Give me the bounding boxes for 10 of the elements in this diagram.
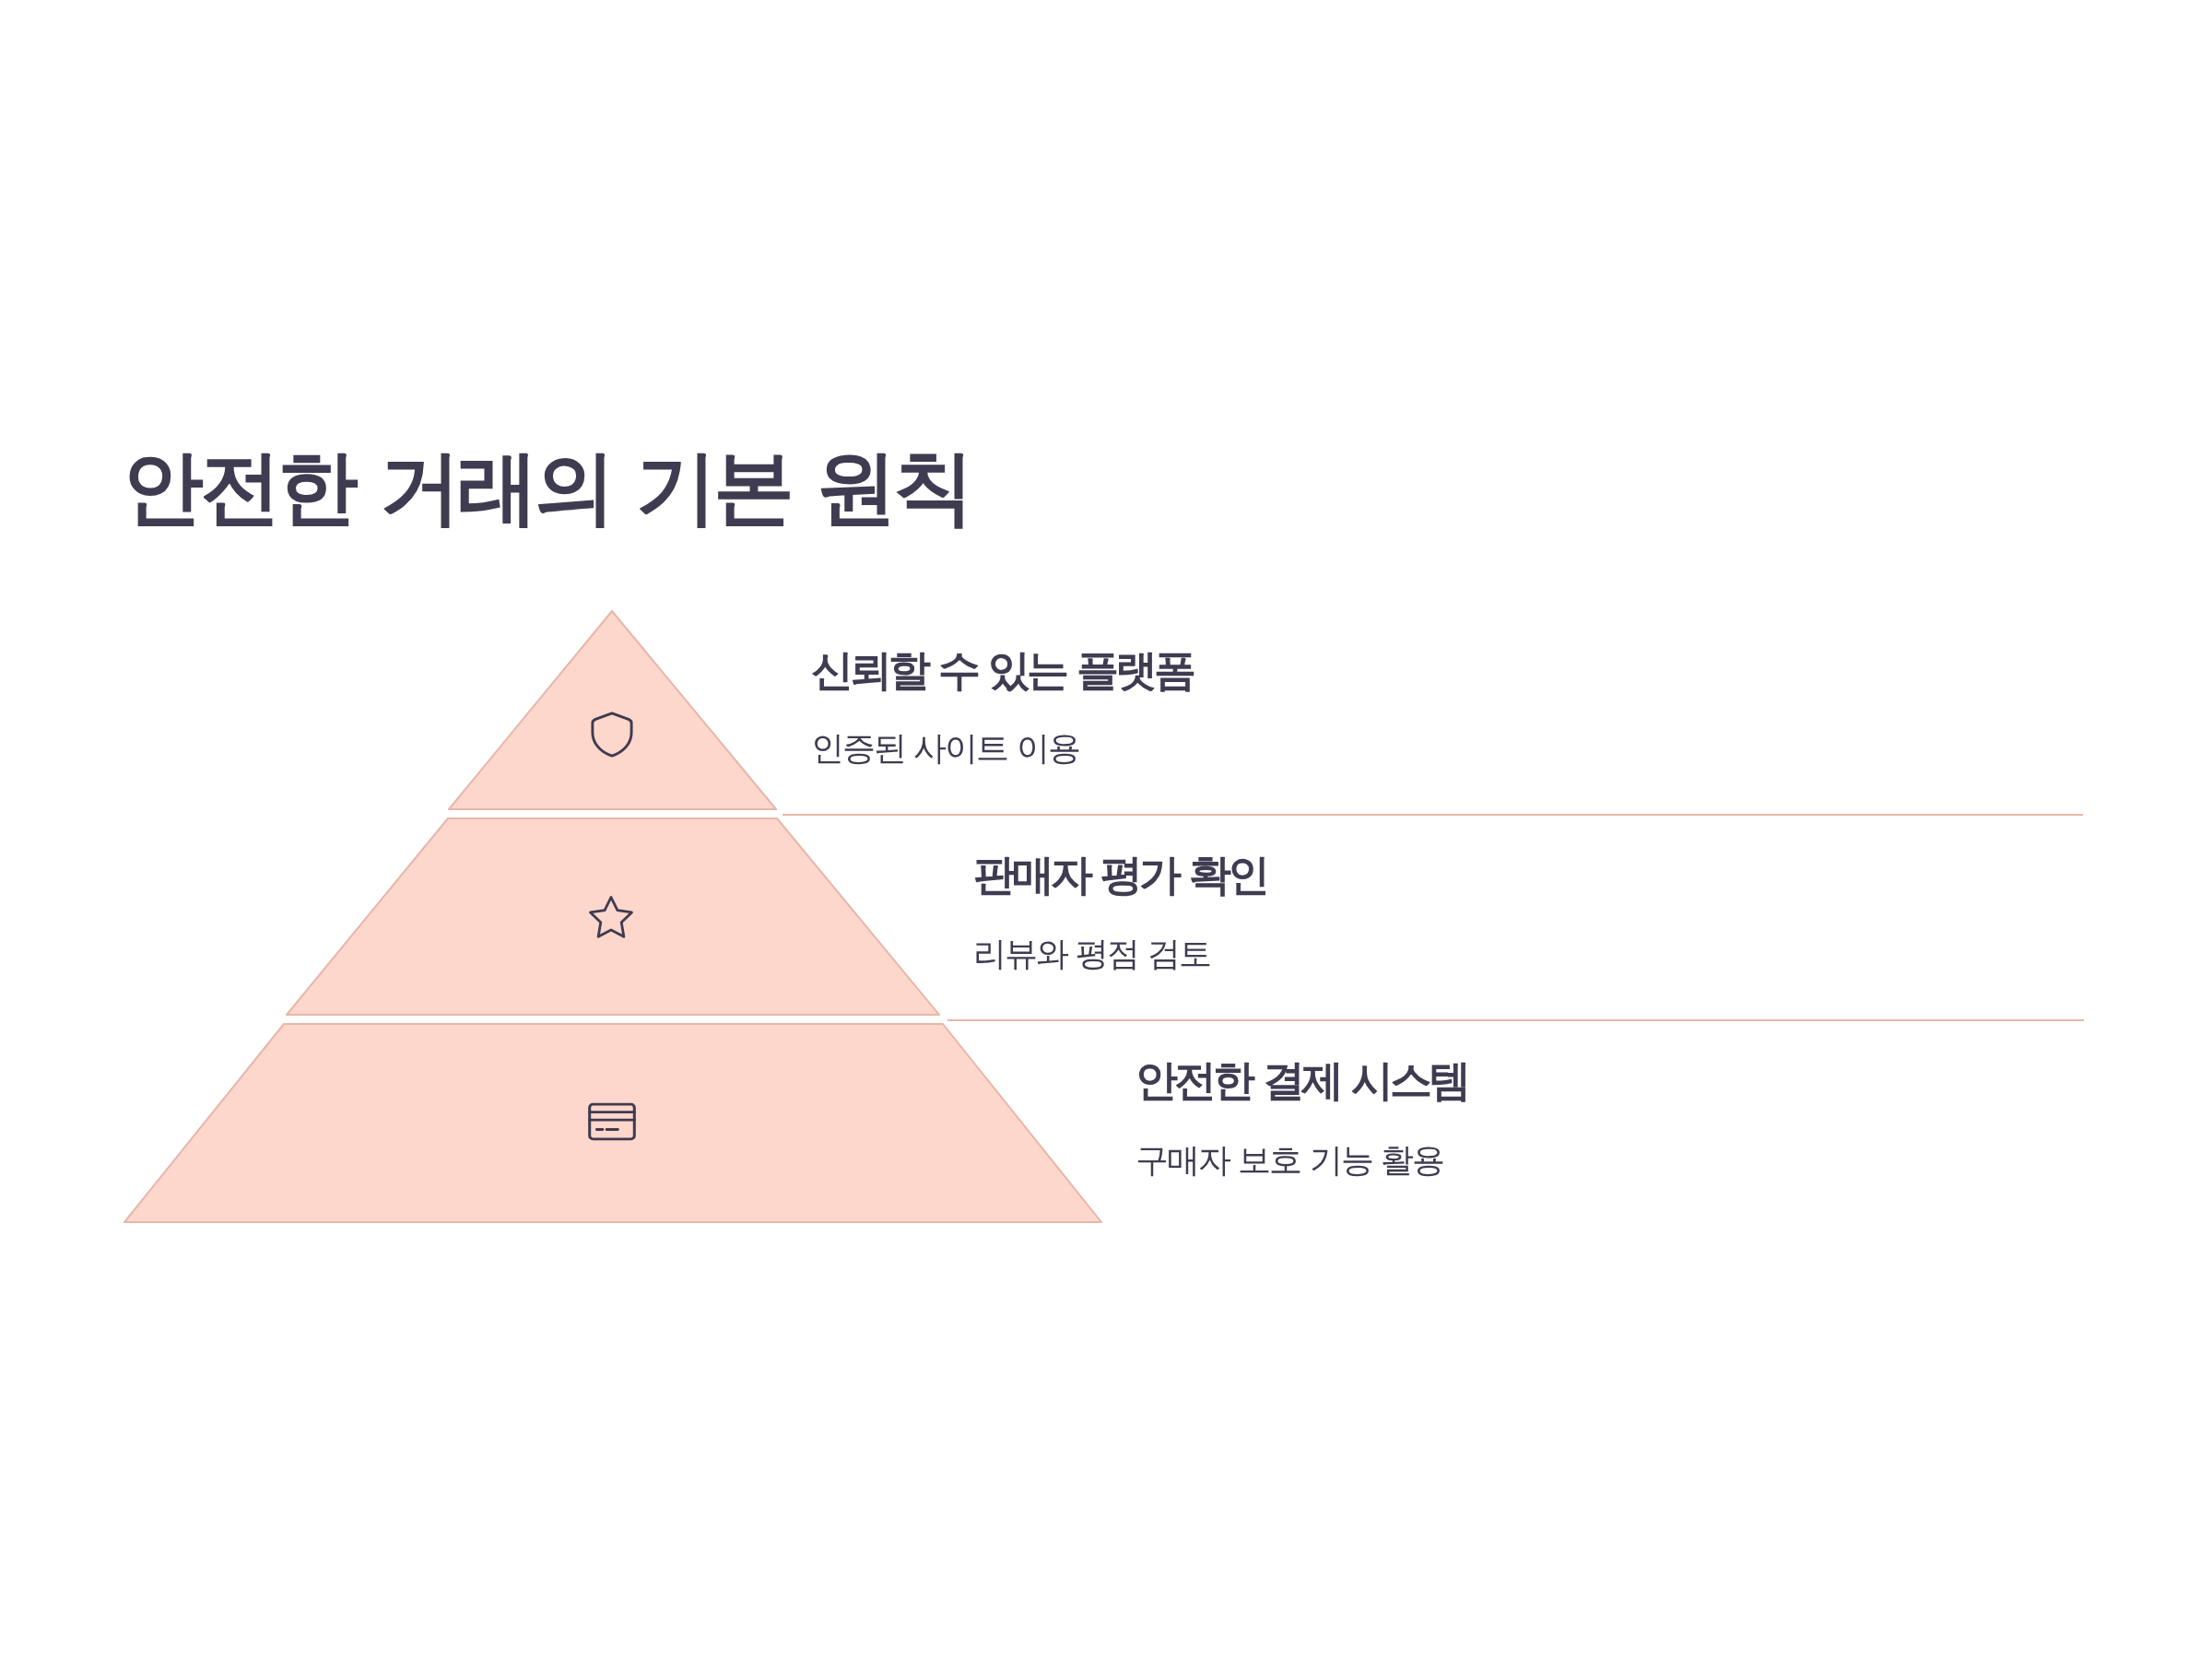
pyramid-tier [123,1022,1103,1224]
page-title: 안전한 거래의 기본 원칙 [123,439,971,536]
tier-heading: 신뢰할 수 있는 플랫폼 [811,645,1194,697]
pyramid-tier [447,609,778,811]
tier-description: 리뷰와 평점 검토 [973,934,1210,974]
tier-description: 구매자 보호 기능 활용 [1135,1140,1444,1181]
tier-description: 인증된 사이트 이용 [811,728,1079,769]
pyramid-tier [285,817,941,1017]
tier-heading: 판매자 평가 확인 [973,850,1267,901]
tier-heading: 안전한 결제 시스템 [1135,1055,1468,1107]
